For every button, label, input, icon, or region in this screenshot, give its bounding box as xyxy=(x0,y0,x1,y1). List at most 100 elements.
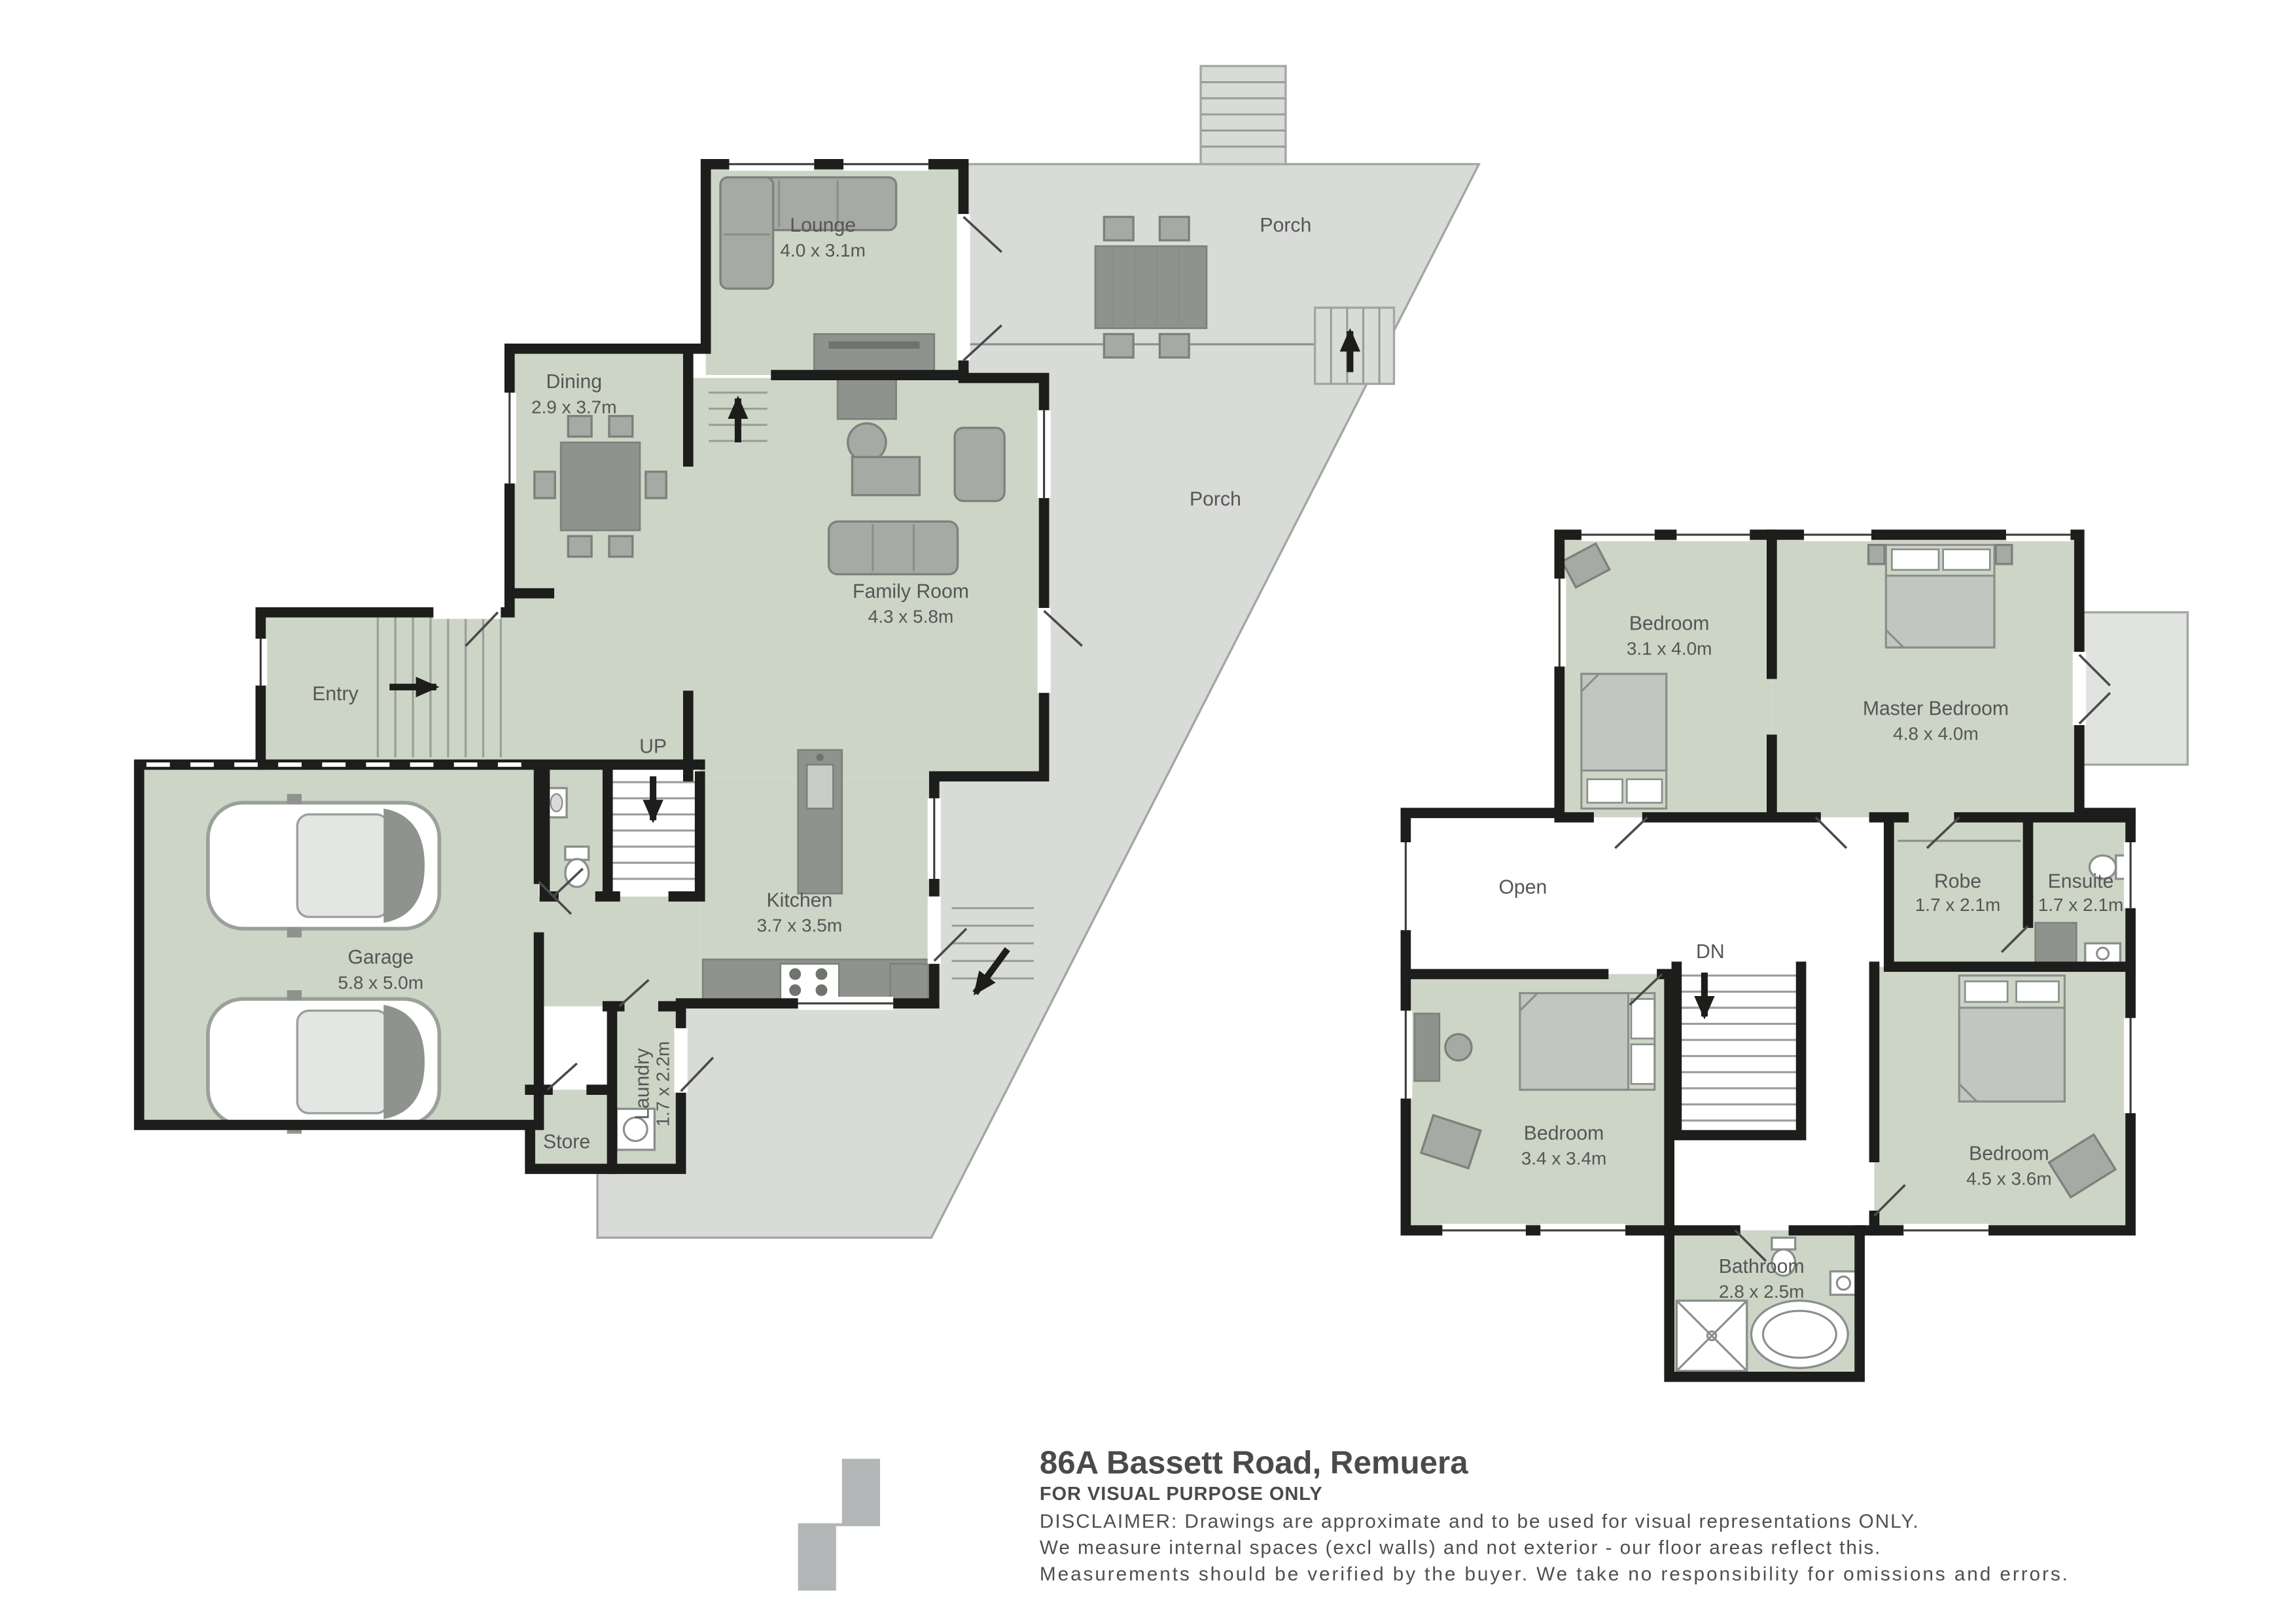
toilet-icon xyxy=(1771,1236,1797,1277)
entry-room xyxy=(260,612,510,765)
door xyxy=(1734,1229,1767,1262)
lounge-label: Lounge xyxy=(790,215,856,236)
up-label: UP xyxy=(639,736,667,757)
washer-icon xyxy=(615,1107,656,1151)
stairs-entry xyxy=(376,616,502,758)
door xyxy=(552,867,584,898)
car-icon xyxy=(205,794,442,938)
master-bedroom-label: Master Bedroom xyxy=(1863,698,2009,719)
down-arrow-icon xyxy=(972,947,1010,996)
stove-icon xyxy=(779,963,840,1002)
car-icon xyxy=(208,990,440,1133)
bedroom3-label: Bedroom xyxy=(1969,1143,2049,1165)
armchair-icon xyxy=(1419,1113,1483,1170)
window xyxy=(1540,1223,1626,1238)
tv-unit-icon xyxy=(813,333,936,373)
dining-table-icon xyxy=(533,415,667,558)
stairs-lounge xyxy=(709,391,768,443)
vanity-icon xyxy=(1829,1270,1858,1296)
ensuite-label: Ensuite xyxy=(2048,870,2114,892)
door xyxy=(618,979,650,1007)
door xyxy=(1629,973,1663,1006)
shower-icon xyxy=(1675,1299,1748,1372)
bedroom2-label: Bedroom xyxy=(1524,1122,1604,1144)
door xyxy=(546,1062,578,1091)
family-room-label: Family Room xyxy=(853,580,969,602)
window xyxy=(1037,410,1051,499)
armchair-icon xyxy=(953,426,1006,503)
door xyxy=(2072,652,2111,725)
upper-interior-walls xyxy=(1400,529,2136,1236)
dining-dims: 2.9 x 3.7m xyxy=(531,397,617,417)
window xyxy=(1676,527,1750,542)
sofa-icon xyxy=(719,176,898,290)
window xyxy=(1399,842,1413,931)
garage-dims: 5.8 x 5.0m xyxy=(338,972,424,993)
lounge-dims: 4.0 x 3.1m xyxy=(780,240,866,260)
door xyxy=(674,1028,715,1093)
robe-dims: 1.7 x 2.1m xyxy=(1915,895,2001,915)
laundry-label-group: Laundry 1.7 x 2.2m xyxy=(631,1041,673,1127)
chair-icon xyxy=(1444,1033,1473,1062)
door xyxy=(1037,607,1084,693)
window xyxy=(1553,579,1566,667)
door xyxy=(2000,925,2029,954)
window xyxy=(2124,842,2138,908)
footer: 86A Bassett Road, Remuera FOR VISUAL PUR… xyxy=(798,1445,2068,1591)
window xyxy=(729,157,815,171)
window xyxy=(798,997,894,1010)
robe-room xyxy=(1888,817,2028,967)
page-title: 86A Bassett Road, Remuera xyxy=(1040,1445,1468,1481)
kitchen-label: Kitchen xyxy=(767,889,833,911)
window xyxy=(1581,527,1655,542)
purpose-note: FOR VISUAL PURPOSE ONLY xyxy=(1040,1484,1323,1505)
disclaimer-line: We measure internal spaces (excl walls) … xyxy=(1040,1537,1881,1559)
window xyxy=(927,798,941,879)
dn-label: DN xyxy=(1696,941,1725,963)
balcony-area xyxy=(2078,611,2189,766)
coffee-table-icon xyxy=(851,455,921,497)
corridor xyxy=(509,593,688,765)
chair-icon xyxy=(1561,542,1612,589)
window xyxy=(1399,1010,1413,1099)
disclaimer-line: DISCLAIMER: Drawings are approximate and… xyxy=(1040,1510,1918,1532)
laundry-dims: 1.7 x 2.2m xyxy=(653,1041,673,1127)
window xyxy=(254,638,268,686)
window xyxy=(843,157,928,171)
window xyxy=(2124,1018,2138,1114)
laundry-label: Laundry xyxy=(631,1048,653,1120)
bedroom3-dims: 4.5 x 3.6m xyxy=(1966,1169,2052,1189)
door xyxy=(433,605,501,647)
master-bedroom-dims: 4.8 x 4.0m xyxy=(1893,723,1979,743)
upper-floor-plan: Bedroom 3.1 x 4.0m Master Bedroom 4.8 x … xyxy=(1399,527,2189,1382)
window xyxy=(1804,527,1872,542)
agency-logo xyxy=(798,1459,880,1591)
porch-steps-rear xyxy=(951,907,1034,996)
bedroom1-label: Bedroom xyxy=(1629,613,1710,635)
bathroom-dims: 2.8 x 2.5m xyxy=(1719,1281,1805,1302)
stairs-up xyxy=(607,767,700,897)
vanity-icon xyxy=(2084,942,2122,965)
bed-icon xyxy=(1958,974,2066,1103)
kitchen-dims: 3.7 x 3.5m xyxy=(757,916,843,936)
door xyxy=(538,881,573,915)
armchair-icon xyxy=(2047,1133,2117,1199)
door xyxy=(1926,816,1960,849)
entry-label: Entry xyxy=(312,683,359,705)
porch-steps-side xyxy=(1313,306,1396,385)
outdoor-table-icon xyxy=(1094,215,1208,359)
basin-icon xyxy=(546,787,568,819)
porch-main-label: Porch xyxy=(1190,488,1241,510)
door xyxy=(1614,816,1648,849)
bathroom-label: Bathroom xyxy=(1719,1256,1805,1277)
family-room-dims: 4.3 x 5.8m xyxy=(868,606,954,626)
bathtub-icon xyxy=(1750,1299,1849,1370)
bed-icon xyxy=(1867,544,2013,649)
porch-top-label: Porch xyxy=(1260,215,1311,236)
bed-icon xyxy=(1519,991,1656,1091)
door xyxy=(1873,1184,1906,1217)
disclaimer-line: Measurements should be verified by the b… xyxy=(1040,1563,2068,1585)
door xyxy=(927,896,968,964)
hall-room xyxy=(539,896,700,1007)
